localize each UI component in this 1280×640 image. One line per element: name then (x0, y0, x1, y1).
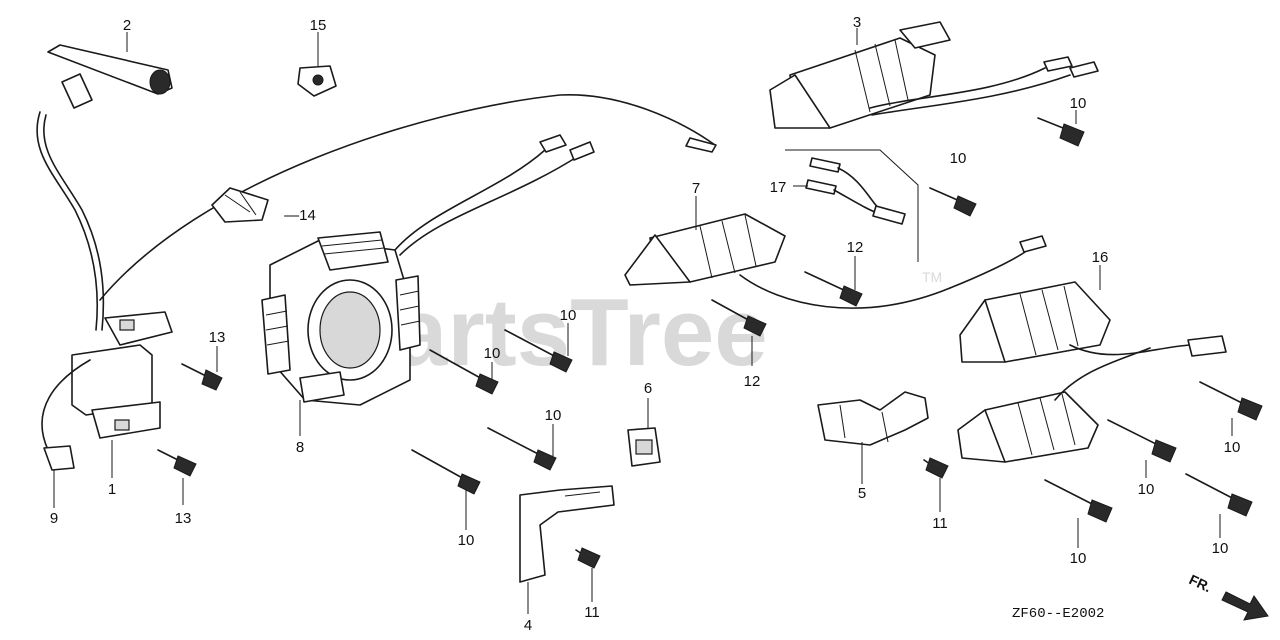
part-5-bracket[interactable] (817, 391, 929, 446)
part-16-lighting-coil-lower[interactable] (957, 347, 1151, 463)
bolt-11-left[interactable] (575, 547, 601, 569)
part-14-clamp[interactable] (211, 187, 269, 223)
part-2-plug-cap[interactable] (36, 44, 173, 331)
wire-connector (685, 137, 717, 153)
callout-4[interactable]: 4 (524, 617, 532, 634)
callout-14[interactable]: —14 (284, 207, 316, 224)
bolt-10-f[interactable] (929, 187, 977, 217)
callout-10-i[interactable]: 10 (1070, 550, 1087, 567)
bolt-10-c[interactable] (487, 427, 557, 471)
callouts: 2 15 3 10 10 17 7 —14 12 16 10 13 10 12 … (50, 14, 1241, 634)
callout-17[interactable]: 17 (770, 179, 787, 196)
bolt-10-i[interactable] (1044, 479, 1113, 523)
bolt-12-upper[interactable] (804, 271, 863, 307)
callout-5[interactable]: 5 (858, 485, 866, 502)
part-4-bracket[interactable] (519, 485, 615, 583)
leader-lines (53, 28, 1233, 614)
bolt-10-h[interactable] (1107, 419, 1177, 463)
front-direction-indicator: FR. (1187, 571, 1269, 621)
callout-9[interactable]: 9 (50, 510, 58, 527)
part-7-exciter-coil[interactable] (624, 213, 1047, 309)
watermark-trademark: TM (922, 269, 942, 285)
front-arrow-icon (1221, 591, 1269, 621)
part-3-charge-coil[interactable] (769, 21, 1099, 129)
callout-12-upper[interactable]: 12 (847, 239, 864, 256)
part-6-grommet[interactable] (627, 427, 661, 467)
callout-11-left[interactable]: 11 (584, 604, 600, 621)
callout-13-upper[interactable]: 13 (209, 329, 226, 346)
bolt-12-lower[interactable] (711, 299, 767, 337)
bolt-10-e[interactable] (1037, 117, 1085, 147)
callout-10-j[interactable]: 10 (1212, 540, 1229, 557)
bolt-13-lower[interactable] (157, 449, 197, 477)
diagram-code: ZF60--E2002 (1012, 606, 1104, 622)
wire-long (99, 94, 716, 301)
callout-10-c[interactable]: 10 (545, 407, 562, 424)
callout-10-a[interactable]: 10 (484, 345, 501, 362)
callout-10-d[interactable]: 10 (458, 532, 475, 549)
callout-13-lower[interactable]: 13 (175, 510, 192, 527)
callout-10-h[interactable]: 10 (1138, 481, 1155, 498)
leader-3 (785, 149, 919, 262)
part-1-ignition-coil[interactable] (71, 311, 173, 439)
callout-12-lower[interactable]: 12 (744, 373, 761, 390)
callout-10-b[interactable]: 10 (560, 307, 577, 324)
callout-16[interactable]: 16 (1092, 249, 1109, 266)
callout-11-right[interactable]: 11 (932, 515, 948, 532)
bolt-10-g[interactable] (1199, 381, 1263, 421)
callout-10-g[interactable]: 10 (1224, 439, 1241, 456)
bolt-10-j[interactable] (1185, 473, 1253, 517)
callout-8[interactable]: 8 (296, 439, 304, 456)
bolt-11-right[interactable] (923, 457, 949, 479)
part-9-terminal[interactable] (41, 359, 91, 471)
bolt-10-d[interactable] (411, 449, 481, 495)
callout-1[interactable]: 1 (108, 481, 116, 498)
callout-7[interactable]: 7 (692, 180, 700, 197)
bolt-13-upper[interactable] (181, 363, 223, 391)
part-17-harness[interactable] (805, 157, 906, 225)
callout-10-f[interactable]: 10 (950, 150, 967, 167)
callout-15[interactable]: 15 (310, 17, 327, 34)
front-label: FR. (1187, 571, 1214, 595)
bolts (157, 117, 1263, 569)
callout-10-e[interactable]: 10 (1070, 95, 1087, 112)
callout-2[interactable]: 2 (123, 17, 131, 34)
part-16-lighting-coil-upper[interactable] (959, 281, 1227, 363)
bolt-10-b[interactable] (504, 329, 573, 373)
callout-6[interactable]: 6 (644, 380, 652, 397)
callout-3[interactable]: 3 (853, 14, 861, 31)
part-8-base-plate[interactable] (261, 134, 595, 406)
part-15-clip[interactable] (297, 65, 337, 97)
